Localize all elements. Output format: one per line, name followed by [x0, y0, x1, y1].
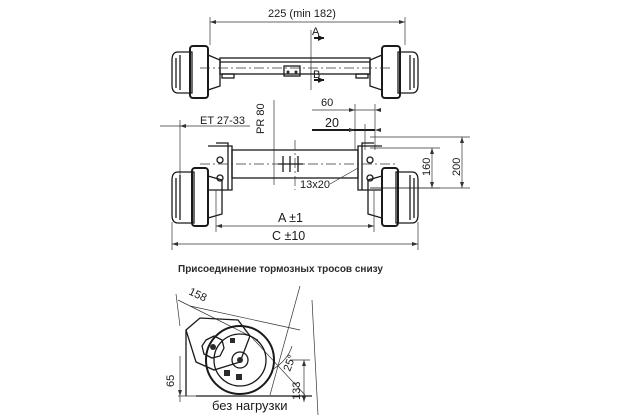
dim-65: 65	[165, 375, 177, 387]
dim-158: 158	[187, 286, 209, 305]
front-view: ET 27-33 PR 80 60 20 160 200	[160, 97, 470, 250]
dim-200: 200	[451, 158, 463, 176]
front-left-wheel	[171, 167, 223, 227]
top-right-hub	[369, 45, 419, 99]
pr-label: PR 80	[255, 103, 267, 134]
caption: Присоединение тормозных тросов снизу	[178, 264, 383, 275]
offset-label: ET 27-33	[200, 115, 245, 127]
section-a-label: A	[312, 26, 320, 38]
top-left-hub	[171, 45, 221, 99]
side-view: 158 25° 65 133	[165, 286, 319, 416]
section-b-label: B	[313, 69, 320, 81]
front-right-wheel	[367, 167, 419, 227]
a-tolerance: A ±1	[278, 211, 303, 225]
dim-60: 60	[321, 97, 333, 109]
dim-133: 133	[291, 382, 303, 400]
dim-160: 160	[421, 158, 433, 176]
dim-20: 20	[325, 116, 339, 130]
bottom-caption: без нагрузки	[212, 398, 287, 413]
angle-label: 25°	[282, 353, 299, 373]
bolt-label: 13x20	[300, 179, 330, 191]
top-view: 225 (min 182)	[171, 8, 419, 99]
c-tolerance: C ±10	[272, 229, 305, 243]
track-width-label: 225 (min 182)	[268, 8, 336, 20]
